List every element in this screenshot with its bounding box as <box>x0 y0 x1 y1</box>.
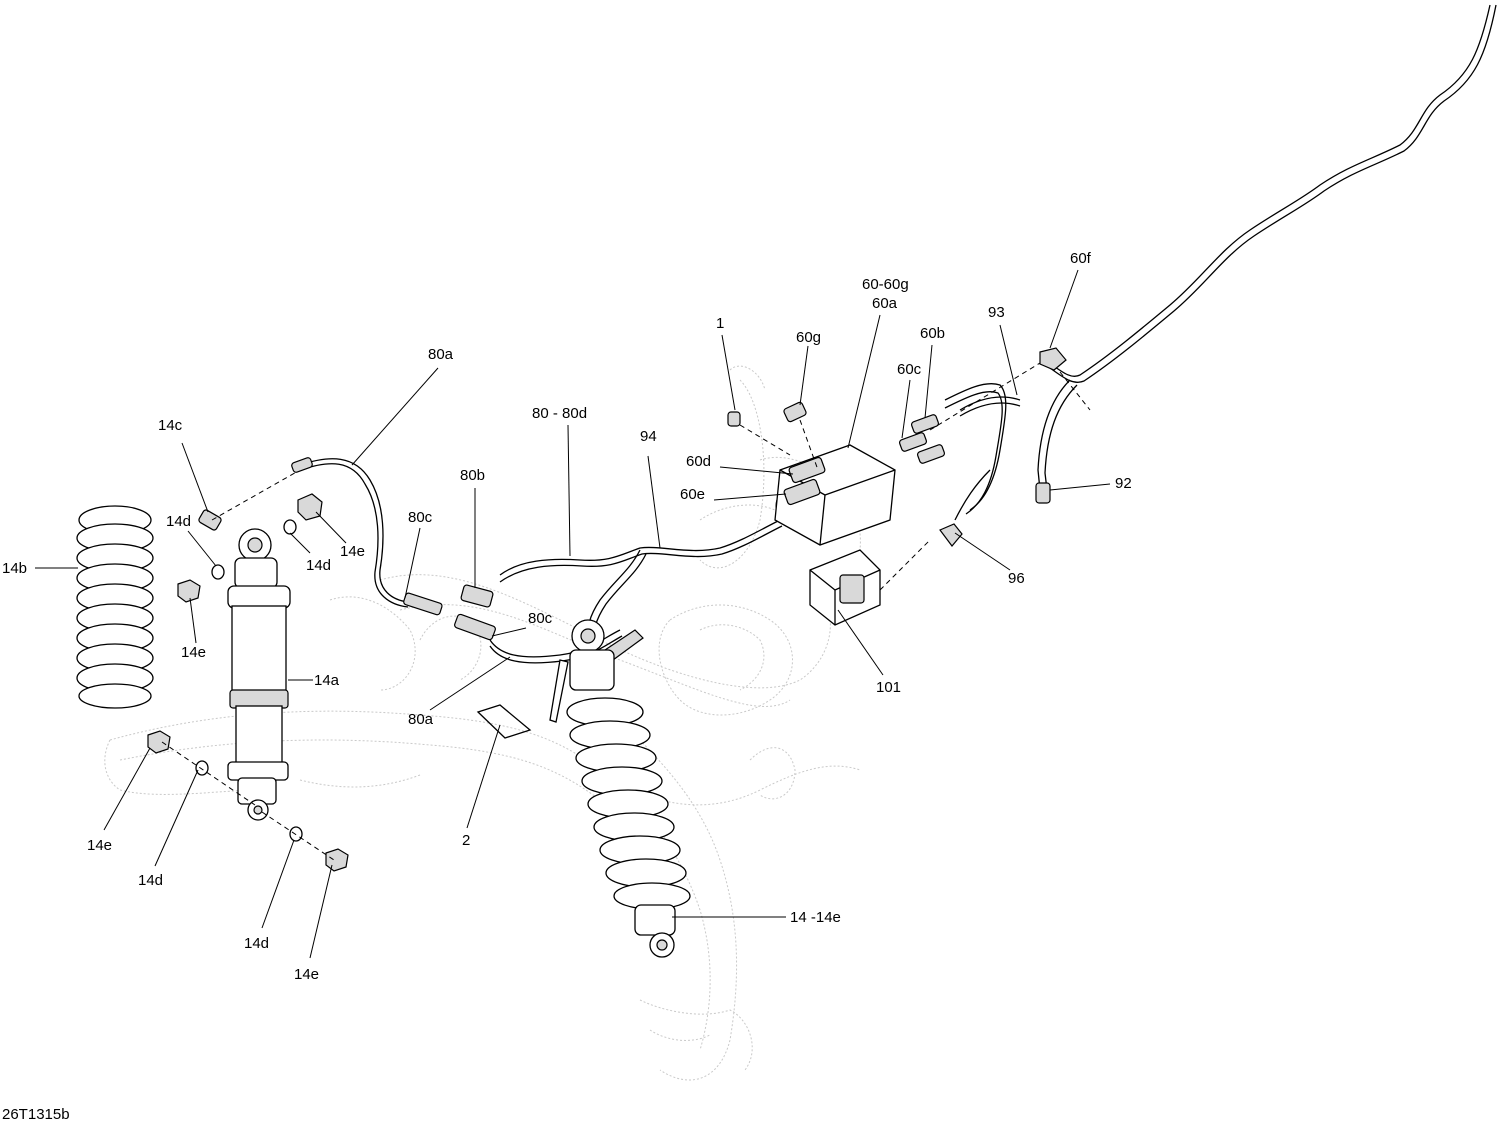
callout-60b: 60b <box>920 325 946 342</box>
coil-spring-14b <box>76 505 154 709</box>
callout-80c: 80c <box>528 610 553 627</box>
callout-60a: 60a <box>872 295 898 312</box>
hose-80a-lower <box>454 584 623 664</box>
valve-block-60 <box>727 359 1046 546</box>
left-hardware <box>147 469 349 872</box>
drawing-id: 26T1315b <box>2 1106 70 1123</box>
callout-96: 96 <box>1008 570 1025 587</box>
callout-14a: 14a <box>314 672 340 689</box>
callout-14b: 14b <box>2 560 28 577</box>
ecu-module-101 <box>809 539 931 626</box>
callout-14d: 14d <box>138 872 164 889</box>
hose-93 <box>939 383 1021 547</box>
callout-80a-top: 80a <box>428 346 454 363</box>
callout-14c: 14c <box>158 417 183 434</box>
leader-lines <box>35 269 1111 959</box>
callout-60g: 60g <box>796 329 822 346</box>
callout-80b: 80b <box>460 467 486 484</box>
callout-2: 2 <box>462 832 471 849</box>
callout-60c: 60c <box>897 361 922 378</box>
callout-101: 101 <box>876 679 902 696</box>
callout-14d: 14d <box>306 557 332 574</box>
callout-80a-bottom: 80a <box>408 711 434 728</box>
callout-14e: 14e <box>181 644 207 661</box>
shock-absorber-14a <box>227 528 291 821</box>
callout-60d: 60d <box>686 453 712 470</box>
hose-80a <box>291 457 443 616</box>
callout-60f: 60f <box>1070 250 1091 267</box>
callout-14e: 14e <box>87 837 113 854</box>
shock-14-14e <box>549 619 691 958</box>
callout-92: 92 <box>1115 475 1132 492</box>
callout-60-60g: 60-60g <box>862 276 909 293</box>
callout-14-14e: 14 -14e <box>790 909 841 926</box>
callout-14d: 14d <box>166 513 192 530</box>
callout-14d: 14d <box>244 935 270 952</box>
callout-60e: 60e <box>680 486 706 503</box>
callout-80-80d: 80 - 80d <box>532 405 588 422</box>
callout-80c: 80c <box>408 509 433 526</box>
hose-92 <box>1035 4 1497 504</box>
callout-93: 93 <box>988 304 1005 321</box>
callout-1: 1 <box>716 315 725 332</box>
callout-14e: 14e <box>294 966 320 983</box>
callout-14e: 14e <box>340 543 366 560</box>
callout-94: 94 <box>640 428 657 445</box>
clip-2 <box>476 704 532 739</box>
